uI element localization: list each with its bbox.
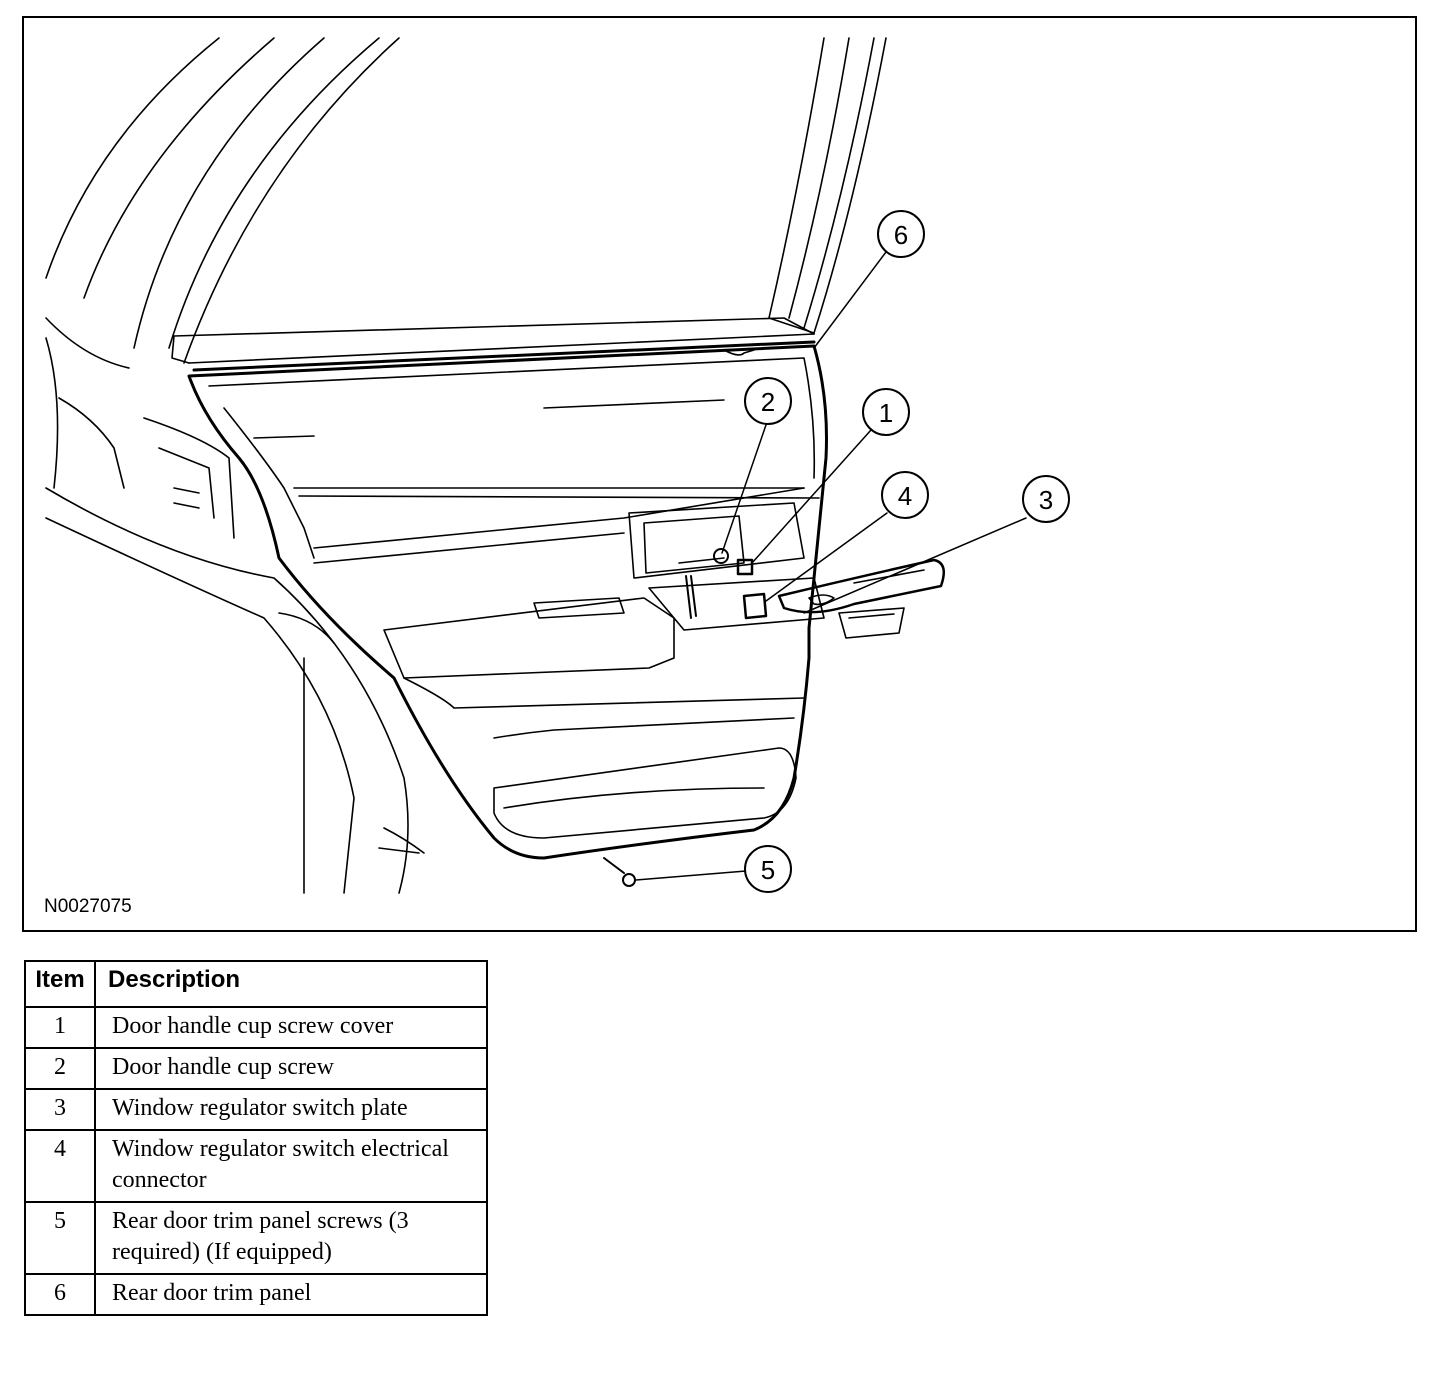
table-row: 4 Window regulator switch electrical con… bbox=[24, 1129, 488, 1203]
door-handle-cup bbox=[628, 502, 825, 631]
callout-3: 3 bbox=[1022, 475, 1070, 523]
callout-1: 1 bbox=[862, 388, 910, 436]
door-frame-top bbox=[171, 317, 816, 372]
item-description: Rear door trim panel screws (3 required)… bbox=[94, 1201, 488, 1275]
diagram-figure: 2 1 4 3 5 6 N0027075 bbox=[22, 16, 1417, 932]
legend-header-row: Item Description bbox=[24, 960, 488, 1008]
item-number: 3 bbox=[24, 1088, 96, 1131]
item-number: 6 bbox=[24, 1273, 96, 1316]
door-trim-illustration: 2 1 4 3 5 6 bbox=[45, 37, 1070, 894]
svg-text:5: 5 bbox=[761, 855, 775, 885]
table-row: 1 Door handle cup screw cover bbox=[24, 1006, 488, 1049]
svg-text:4: 4 bbox=[898, 481, 912, 511]
figure-id-label: N0027075 bbox=[44, 896, 132, 917]
header-description: Description bbox=[94, 960, 488, 1008]
callout-6: 6 bbox=[877, 210, 925, 258]
item-description: Door handle cup screw cover bbox=[94, 1006, 488, 1049]
svg-text:1: 1 bbox=[879, 398, 893, 428]
window-switch-plate bbox=[777, 558, 946, 639]
body-pillar-left bbox=[45, 37, 425, 894]
item-description: Window regulator switch electrical conne… bbox=[94, 1129, 488, 1203]
callout-5: 5 bbox=[744, 845, 792, 893]
item-number: 5 bbox=[24, 1201, 96, 1275]
leader-lines bbox=[635, 251, 1027, 881]
item-description: Rear door trim panel bbox=[94, 1273, 488, 1316]
body-pillar-right bbox=[768, 37, 887, 334]
callout-2: 2 bbox=[744, 377, 792, 425]
item-description: Window regulator switch plate bbox=[94, 1088, 488, 1131]
item-number: 1 bbox=[24, 1006, 96, 1049]
callout-4: 4 bbox=[881, 471, 929, 519]
item-number: 4 bbox=[24, 1129, 96, 1203]
trim-panel-outline bbox=[187, 344, 828, 860]
item-number: 2 bbox=[24, 1047, 96, 1090]
header-item: Item bbox=[24, 960, 96, 1008]
legend-table: Item Description 1 Door handle cup screw… bbox=[24, 960, 488, 1316]
table-row: 2 Door handle cup screw bbox=[24, 1047, 488, 1090]
table-row: 6 Rear door trim panel bbox=[24, 1273, 488, 1316]
svg-text:6: 6 bbox=[894, 220, 908, 250]
table-row: 5 Rear door trim panel screws (3 require… bbox=[24, 1201, 488, 1275]
item-description: Door handle cup screw bbox=[94, 1047, 488, 1090]
trim-panel-screw bbox=[603, 857, 636, 887]
callouts: 2 1 4 3 5 6 bbox=[744, 210, 1070, 893]
svg-text:3: 3 bbox=[1039, 485, 1053, 515]
table-row: 3 Window regulator switch plate bbox=[24, 1088, 488, 1131]
svg-text:2: 2 bbox=[761, 387, 775, 417]
